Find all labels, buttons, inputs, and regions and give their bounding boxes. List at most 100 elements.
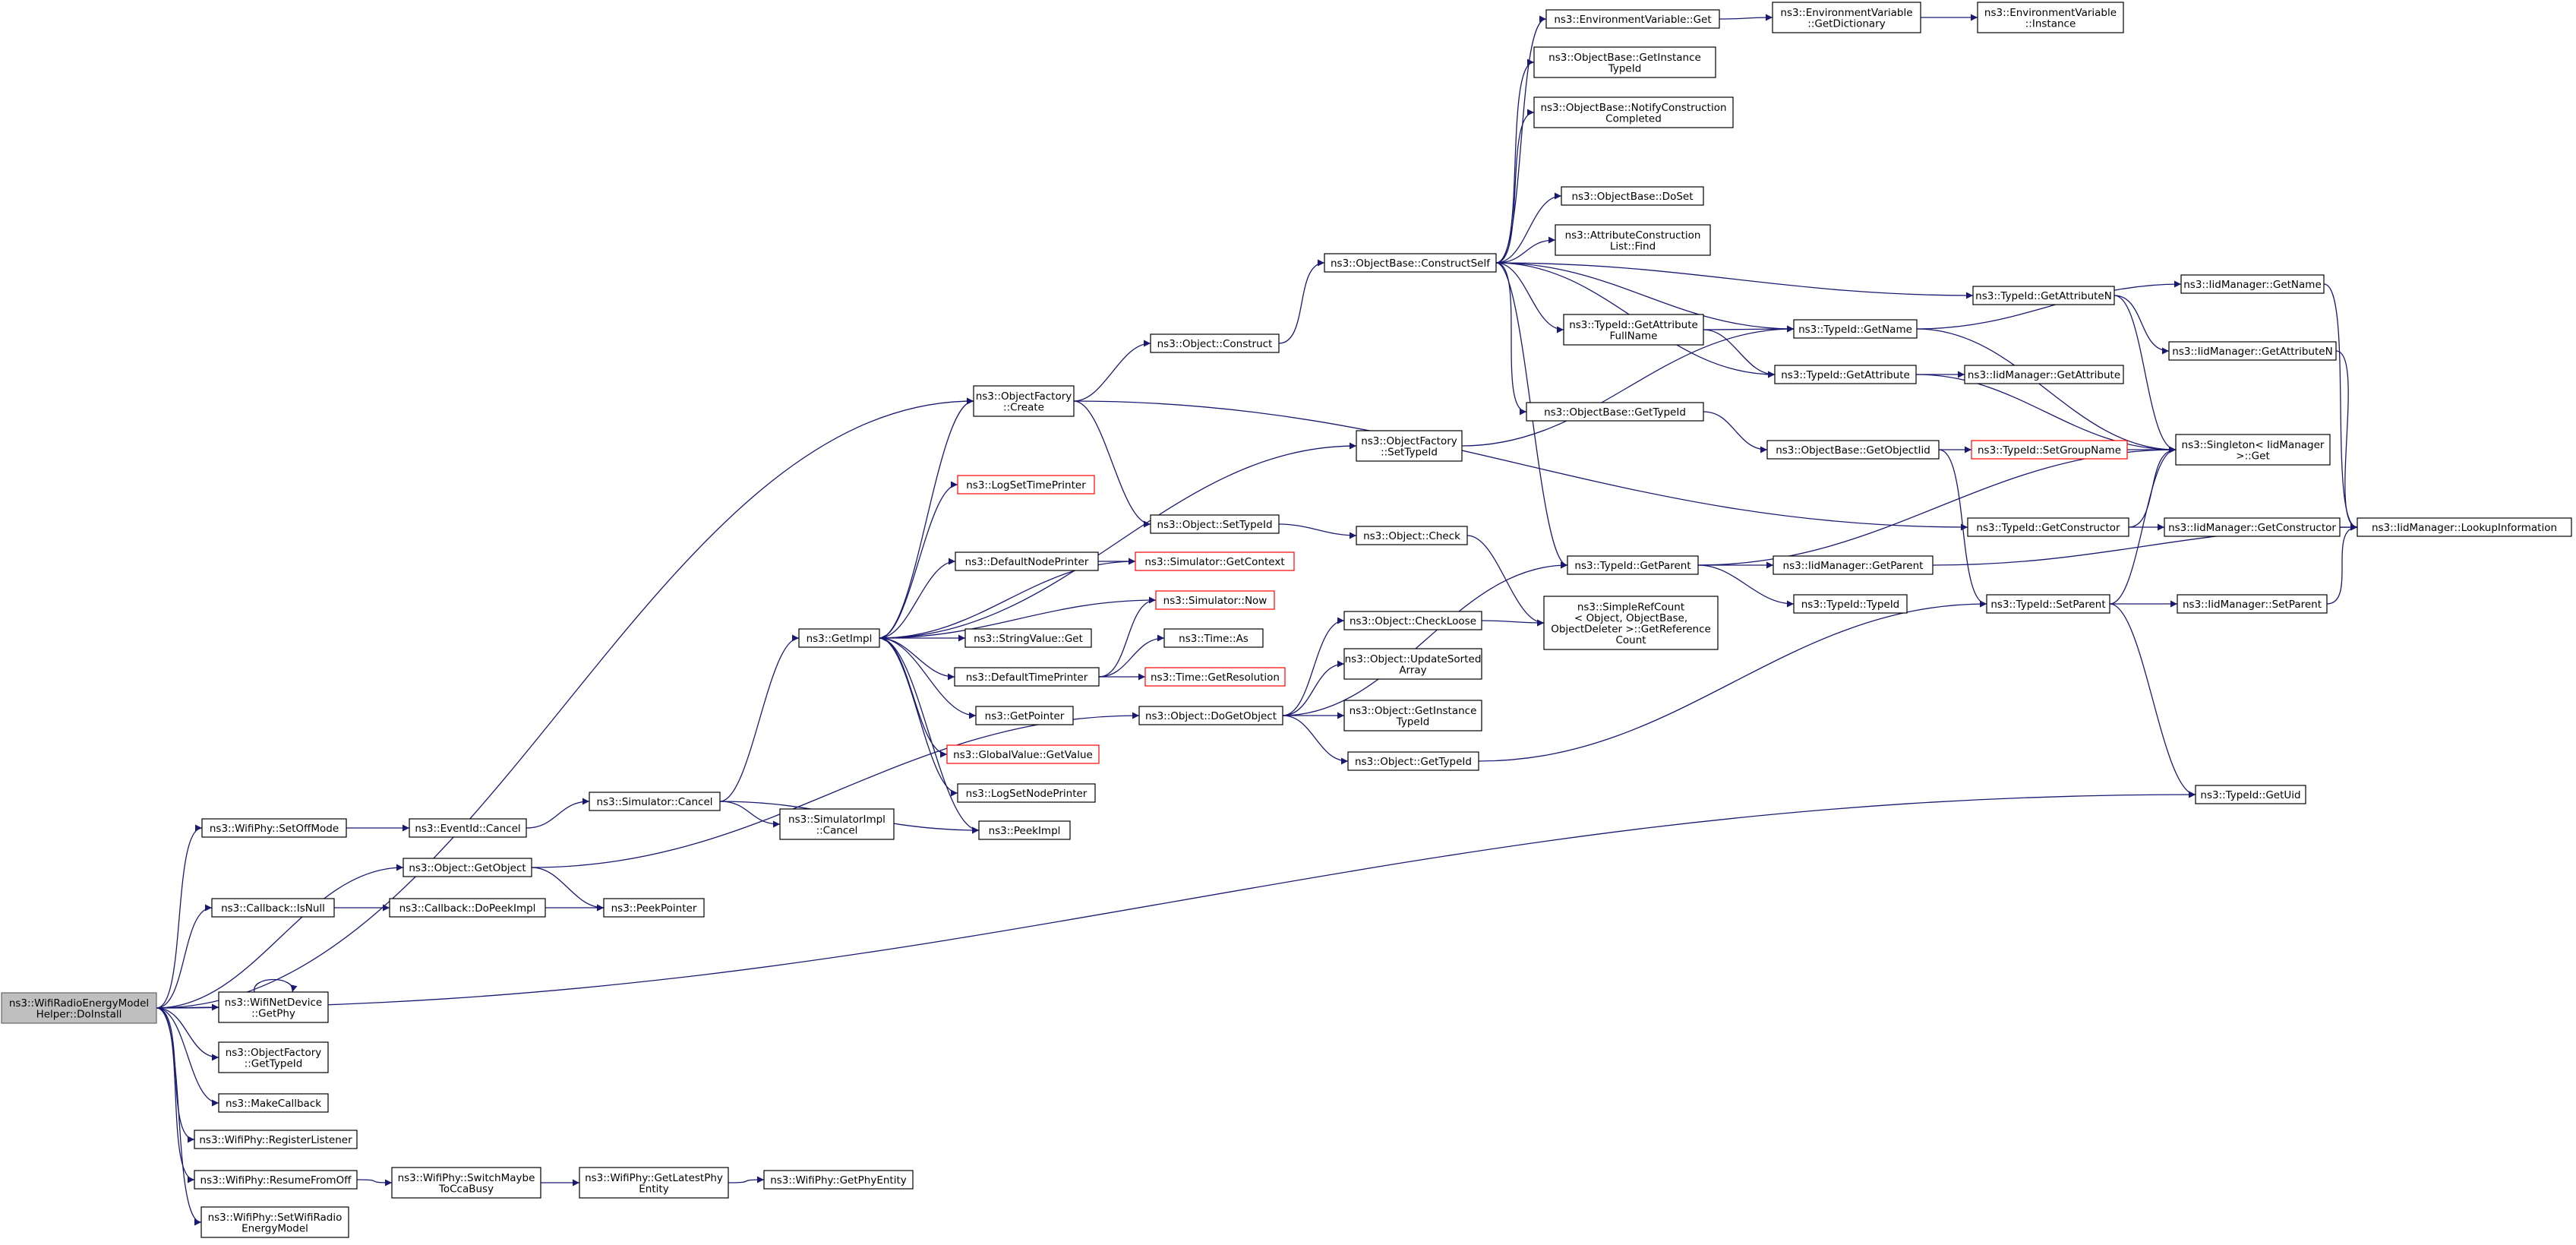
node-ofCreate[interactable]: ns3::ObjectFactory::Create <box>973 385 1075 417</box>
node-objSetTypeId[interactable]: ns3::Object::SetTypeId <box>1150 514 1280 534</box>
node-singletonGet[interactable]: ns3::Singleton< IidManager >::Get <box>2175 434 2331 466</box>
node-peekPointer[interactable]: ns3::PeekPointer <box>603 898 705 918</box>
node-iidSetParent[interactable]: ns3::IidManager::SetParent <box>2177 594 2328 614</box>
node-tidGetName[interactable]: ns3::TypeId::GetName <box>1793 319 1918 339</box>
node-peekImpl[interactable]: ns3::PeekImpl <box>978 820 1071 840</box>
edge-defaultTimePrinter-to-timeAs <box>1098 634 1165 678</box>
node-doGetObject[interactable]: ns3::Object::DoGetObject <box>1138 706 1283 725</box>
edge-root-to-ofCreate <box>156 397 974 1009</box>
node-timeAs[interactable]: ns3::Time::As <box>1163 628 1264 648</box>
node-setOffMode[interactable]: ns3::WifiPhy::SetOffMode <box>201 818 347 838</box>
node-tidGetUid[interactable]: ns3::TypeId::GetUid <box>2195 785 2306 804</box>
node-box <box>954 667 1100 687</box>
node-box <box>955 551 1099 571</box>
node-defaultNodePrinter[interactable]: ns3::DefaultNodePrinter <box>955 551 1099 571</box>
node-tidGetAttributeN[interactable]: ns3::TypeId::GetAttributeN <box>1972 286 2115 305</box>
node-ofSetTypeId[interactable]: ns3::ObjectFactory::SetTypeId <box>1356 430 1463 462</box>
node-root[interactable]: ns3::WifiRadioEnergyModelHelper::DoInsta… <box>1 992 157 1024</box>
node-tidSetGroupName[interactable]: ns3::TypeId::SetGroupName <box>1971 440 2128 460</box>
node-simCancel[interactable]: ns3::Simulator::Cancel <box>589 792 721 811</box>
node-tidTypeId[interactable]: ns3::TypeId::TypeId <box>1793 594 1908 614</box>
node-label: ns3::WifiPhy::SetOffMode <box>210 823 339 835</box>
edge-iidSetParent-to-iidLookupInformation <box>2326 523 2358 605</box>
node-label: ns3::ObjectBase::ConstructSelf <box>1331 258 1491 270</box>
node-getObject[interactable]: ns3::Object::GetObject <box>402 858 532 877</box>
node-getPointer[interactable]: ns3::GetPointer <box>975 706 1074 725</box>
node-obGetTypeId[interactable]: ns3::ObjectBase::GetTypeId <box>1526 402 1704 422</box>
node-iidGetConstructor[interactable]: ns3::IidManager::GetConstructor <box>2164 517 2341 537</box>
node-label: ns3::Object::GetTypeId <box>1355 756 1472 768</box>
node-simGetContext[interactable]: ns3::Simulator::GetContext <box>1135 551 1295 571</box>
node-box <box>1135 551 1295 571</box>
node-box <box>1545 9 1720 29</box>
edge-tidSetParent-to-singletonGet <box>2109 446 2177 605</box>
node-box <box>1563 314 1704 346</box>
edge-root-to-setOffMode <box>156 824 203 1009</box>
node-iidGetAttribute[interactable]: ns3::IidManager::GetAttribute <box>1964 365 2124 384</box>
node-iidLookupInformation[interactable]: ns3::IidManager::LookupInformation <box>2357 517 2572 537</box>
node-iidGetName[interactable]: ns3::IidManager::GetName <box>2180 274 2325 294</box>
node-timeGetResolution[interactable]: ns3::Time::GetResolution <box>1144 667 1286 687</box>
node-logSetNodePrinter[interactable]: ns3::LogSetNodePrinter <box>957 783 1096 803</box>
node-label: ns3::IidManager::GetAttribute <box>1968 369 2120 381</box>
node-objCheckLoose[interactable]: ns3::Object::CheckLoose <box>1343 611 1482 630</box>
node-label: ns3::TypeId::GetConstructor <box>1976 522 2120 534</box>
node-envGetDictionary[interactable]: ns3::EnvironmentVariable::GetDictionary <box>1772 2 1921 33</box>
node-wndGetPhy[interactable]: ns3::WifiNetDevice::GetPhy <box>218 991 329 1023</box>
node-box <box>194 1170 358 1190</box>
node-getImpl[interactable]: ns3::GetImpl <box>798 628 880 648</box>
node-box <box>2175 434 2331 466</box>
node-label: FullName <box>1610 330 1658 342</box>
node-envInstance[interactable]: ns3::EnvironmentVariable::Instance <box>1977 2 2124 33</box>
node-registerListener[interactable]: ns3::WifiPhy::RegisterListener <box>194 1130 358 1149</box>
node-tidGetAttribute[interactable]: ns3::TypeId::GetAttribute <box>1774 365 1917 384</box>
node-tidGetConstructor[interactable]: ns3::TypeId::GetConstructor <box>1967 517 2129 537</box>
node-simpleRefCount[interactable]: ns3::SimpleRefCount< Object, ObjectBase,… <box>1543 596 1719 650</box>
node-iidGetAttributeN[interactable]: ns3::IidManager::GetAttributeN <box>2168 341 2337 361</box>
node-objGetTypeId[interactable]: ns3::Object::GetTypeId <box>1347 751 1479 771</box>
node-label: ns3::Callback::IsNull <box>221 902 325 915</box>
node-box <box>1150 333 1280 353</box>
node-tidSetParent[interactable]: ns3::TypeId::SetParent <box>1986 594 2110 614</box>
node-ofGetTypeId[interactable]: ns3::ObjectFactory::GetTypeId <box>218 1041 329 1073</box>
edge-ofCreate-to-objConstruct <box>1073 340 1151 402</box>
node-box <box>1773 555 1934 575</box>
node-stringValueGet[interactable]: ns3::StringValue::Get <box>964 628 1092 648</box>
edge-obConstructSelf-to-obGetTypeId <box>1495 262 1527 416</box>
edge-tidGetAttributeN-to-singletonGet <box>2114 295 2177 453</box>
node-resumeFromOff[interactable]: ns3::WifiPhy::ResumeFromOff <box>194 1170 358 1190</box>
node-objConstruct[interactable]: ns3::Object::Construct <box>1150 333 1280 353</box>
node-envGet[interactable]: ns3::EnvironmentVariable::Get <box>1545 9 1720 29</box>
node-cbIsNull[interactable]: ns3::Callback::IsNull <box>211 898 335 918</box>
node-eventCancel[interactable]: ns3::EventId::Cancel <box>409 818 527 838</box>
node-globalValueGetValue[interactable]: ns3::GlobalValue::GetValue <box>946 744 1100 764</box>
node-box <box>1561 186 1704 206</box>
node-obGetObjectIid[interactable]: ns3::ObjectBase::GetObjectIid <box>1766 440 1940 460</box>
node-iidGetParent[interactable]: ns3::IidManager::GetParent <box>1773 555 1934 575</box>
node-box <box>1526 402 1704 422</box>
edge-ofCreate-to-tidGetConstructor <box>1073 400 1968 531</box>
node-logSetTimePrinter[interactable]: ns3::LogSetTimePrinter <box>957 475 1095 495</box>
node-objCheck[interactable]: ns3::Object::Check <box>1356 526 1468 545</box>
node-simNow[interactable]: ns3::Simulator::Now <box>1155 590 1275 610</box>
node-defaultTimePrinter[interactable]: ns3::DefaultTimePrinter <box>954 667 1100 687</box>
node-label: >::Get <box>2236 450 2269 462</box>
node-makeCallback[interactable]: ns3::MakeCallback <box>218 1093 329 1113</box>
node-obConstructSelf[interactable]: ns3::ObjectBase::ConstructSelf <box>1324 253 1497 273</box>
node-cbDoPeek[interactable]: ns3::Callback::DoPeekImpl <box>389 898 546 918</box>
node-getPhyEntity[interactable]: ns3::WifiPhy::GetPhyEntity <box>763 1170 914 1190</box>
node-label: ::Cancel <box>816 824 858 836</box>
node-obNotifyConstruction[interactable]: ns3::ObjectBase::NotifyConstructionCompl… <box>1533 96 1734 128</box>
node-obDoSet[interactable]: ns3::ObjectBase::DoSet <box>1561 186 1704 206</box>
node-box <box>1793 594 1908 614</box>
node-simImplCancel[interactable]: ns3::SimulatorImpl::Cancel <box>779 808 895 840</box>
node-tidGetParent[interactable]: ns3::TypeId::GetParent <box>1567 555 1699 575</box>
